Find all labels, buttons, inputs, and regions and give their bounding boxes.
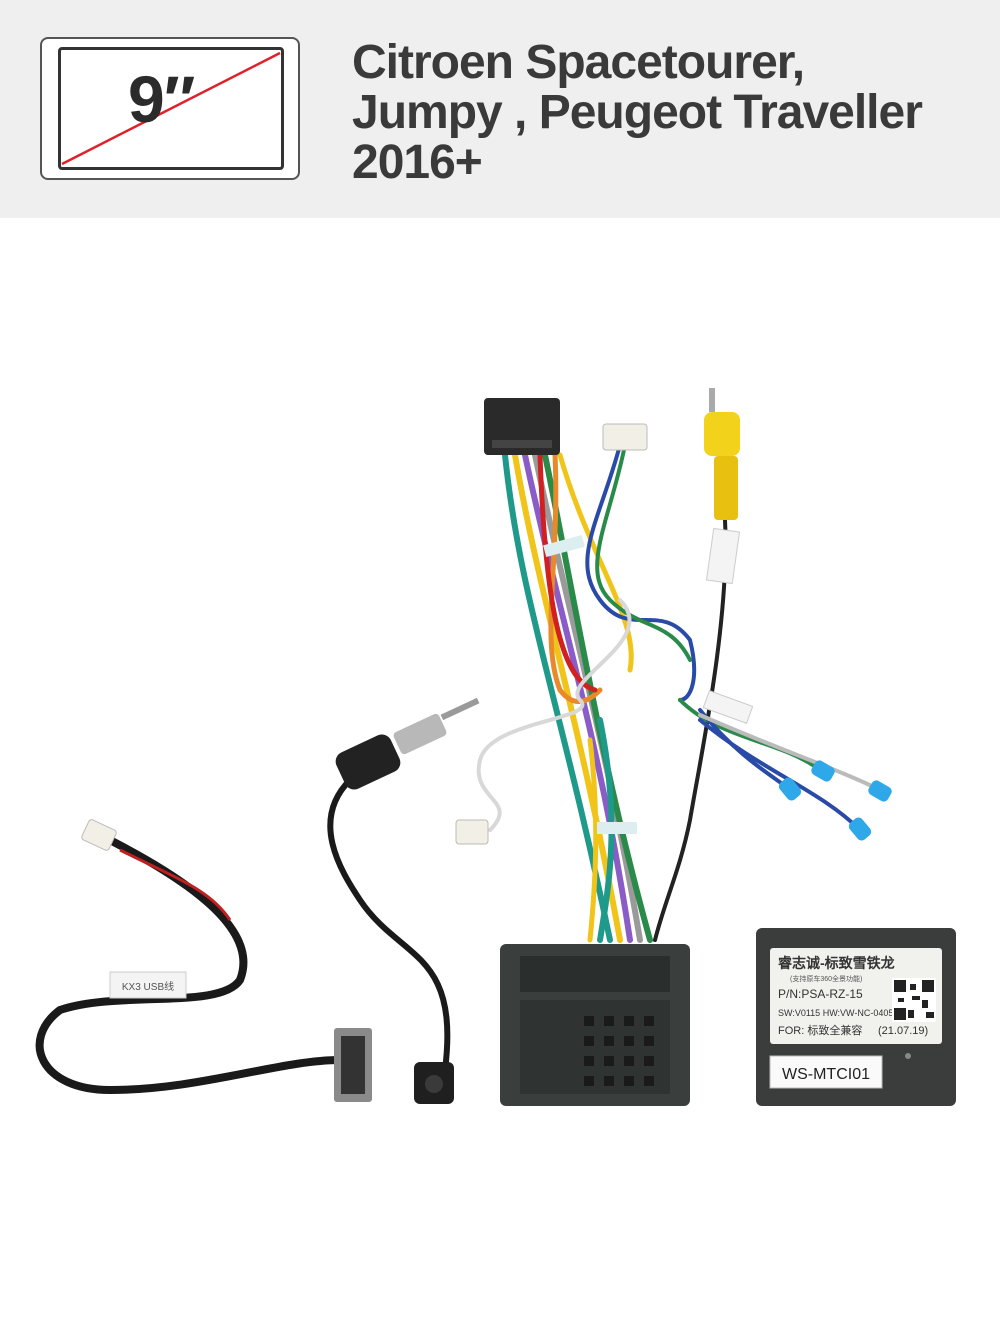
decoder-version-text: SW:V0115 HW:VW-NC-0405 — [778, 1008, 893, 1018]
decoder-date-text: (21.07.19) — [878, 1025, 928, 1037]
cable-tag — [702, 690, 754, 724]
usb-cable: KX3 USB线 — [35, 819, 372, 1102]
cable-tie — [543, 535, 585, 557]
screen-diagonal-icon — [61, 51, 281, 166]
rca-video-connector — [704, 388, 740, 520]
title-line-3: 2016+ — [352, 136, 483, 189]
title-line-1: Citroen Spacetourer, — [352, 36, 805, 89]
screen-size-label: 9″ — [128, 62, 195, 136]
quadlock-connector — [500, 944, 690, 1106]
decoder-model-sticker — [769, 1055, 883, 1089]
qr-code-icon — [892, 978, 936, 1022]
product-title: Citroen Spacetourer, Jumpy , Peugeot Tra… — [352, 38, 992, 188]
cable-tag — [705, 527, 741, 585]
white-jst-connector — [602, 423, 648, 451]
decoder-model-label: WS-MTCI01 — [782, 1066, 870, 1083]
harness-wires — [476, 443, 882, 943]
product-photo: KX3 USB线 睿志诚-标致雪铁龙 (支持原车360全景功能) P/N:PSA… — [35, 388, 956, 1106]
decoder-brand-text: 睿志诚-标致雪铁龙 — [777, 955, 895, 971]
usb-tag-label: KX3 USB线 — [122, 980, 174, 993]
decoder-part-number: P/N:PSA-RZ-15 — [778, 987, 863, 1001]
cable-tie — [597, 822, 637, 834]
header-banner: 9″ Citroen Spacetourer, Jumpy , Peugeot … — [0, 0, 1000, 218]
blue-terminals — [778, 760, 892, 841]
usb-tag-sleeve — [109, 971, 187, 999]
title-line-2: Jumpy , Peugeot Traveller — [352, 86, 923, 139]
canbus-decoder-box: 睿志诚-标致雪铁龙 (支持原车360全景功能) P/N:PSA-RZ-15 SW… — [756, 928, 956, 1106]
decoder-subtitle-text: (支持原车360全景功能) — [790, 974, 862, 983]
small-white-connector — [455, 819, 489, 845]
decoder-for-text: FOR: 标致全兼容 — [778, 1023, 862, 1037]
antenna-adapter — [327, 697, 480, 1104]
